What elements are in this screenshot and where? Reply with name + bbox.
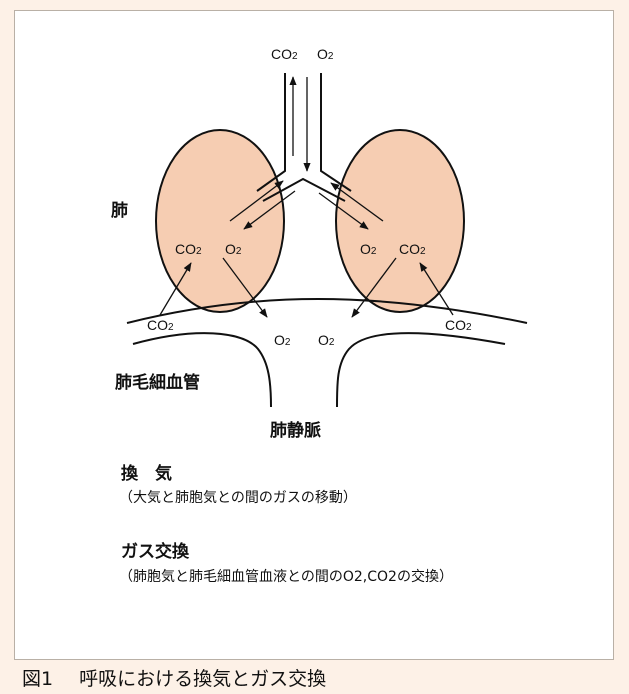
figure-caption: 図1 呼吸における換気とガス交換: [22, 664, 326, 691]
figure-number: 図1: [22, 668, 53, 690]
lung-label: 肺: [111, 196, 128, 221]
desc-gas-exchange: （肺胞気と肺毛細血管血液との間のO2,CO2の交換）: [119, 566, 453, 586]
label-o2-top: O2: [317, 46, 334, 62]
capillary-label: 肺毛細血管: [115, 368, 200, 393]
label-co2-right-blood: CO2: [445, 317, 472, 333]
label-co2-top: CO2: [271, 46, 298, 62]
diagram-panel: CO2 O2 CO2 O2 O2 CO2 CO2 CO2 O2 O2 肺 肺毛細…: [14, 10, 614, 660]
airway: [257, 73, 351, 201]
right-lung: [336, 130, 464, 312]
label-o2-blood-right: O2: [318, 332, 335, 348]
figure-title: 呼吸における換気とガス交換: [79, 668, 326, 690]
term-ventilation: 換 気: [121, 459, 172, 484]
label-o2-blood-left: O2: [274, 332, 291, 348]
respiration-diagram: CO2 O2 CO2 O2 O2 CO2 CO2 CO2 O2 O2: [15, 11, 615, 661]
left-lung: [156, 130, 284, 312]
vein-label: 肺静脈: [270, 416, 321, 441]
label-co2-left-blood: CO2: [147, 317, 174, 333]
desc-ventilation: （大気と肺胞気との間のガスの移動）: [119, 487, 357, 507]
term-gas-exchange: ガス交換: [121, 537, 189, 562]
